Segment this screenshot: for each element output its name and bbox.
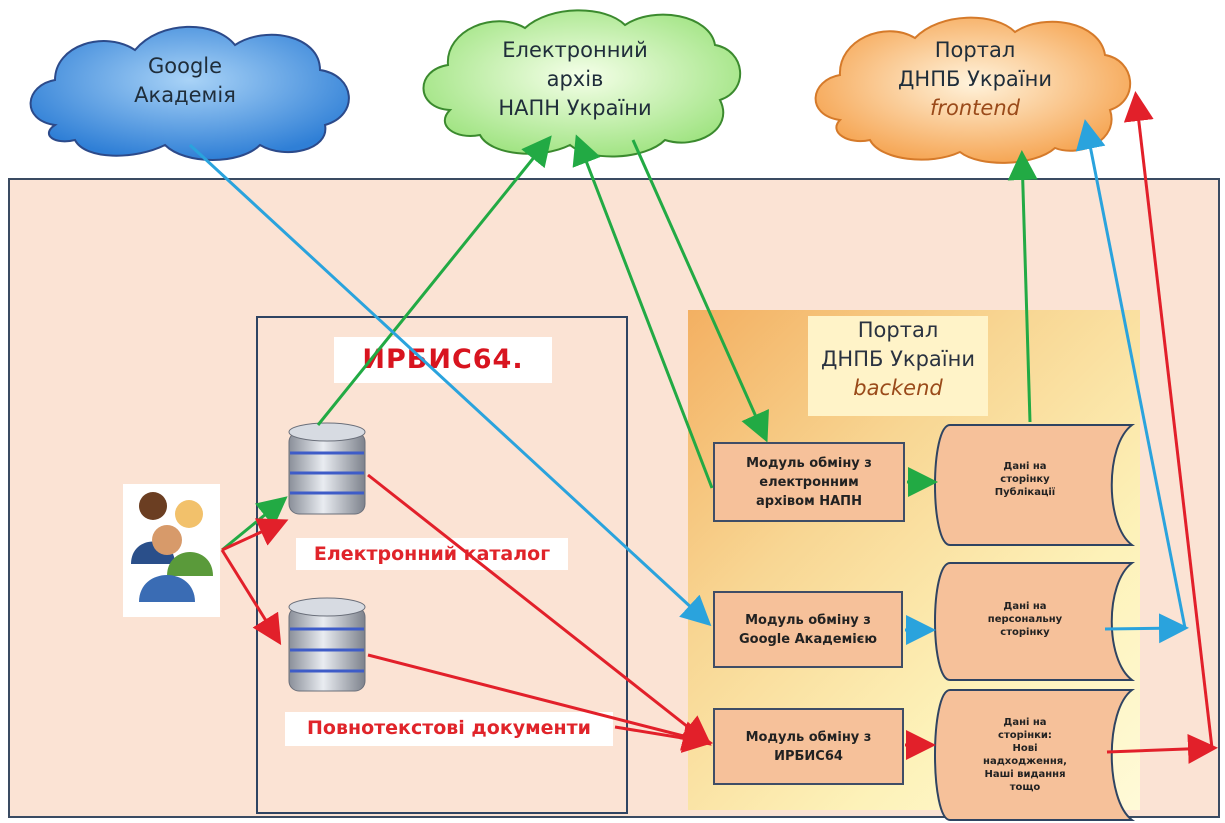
- arrow-users-to-fulltext: [220, 549, 282, 646]
- module-irbis: Модуль обміну з ИРБИС64: [713, 708, 904, 785]
- module-archive-line1: Модуль обміну з: [746, 455, 872, 471]
- module-archive-line3: архівом НАПН: [756, 493, 862, 509]
- module-irbis-line2: ИРБИС64: [774, 748, 843, 764]
- cloud-archive-label: Електронний архів НАПН України: [480, 36, 670, 123]
- module-archive: Модуль обміну з електронним архівом НАПН: [713, 442, 905, 522]
- store-personal: [934, 562, 1136, 681]
- cloud-frontend-line1: Портал: [934, 38, 1016, 62]
- store-pages: [934, 689, 1136, 821]
- arrow-store-pages-out: [1106, 733, 1218, 764]
- store-personal-line2: персональну: [987, 614, 1063, 625]
- arrow-google-to-module: [188, 143, 712, 627]
- store-personal-line3: сторінку: [1000, 627, 1050, 638]
- cloud-archive-line3: НАПН України: [498, 96, 652, 120]
- database-catalog-icon: [288, 422, 366, 515]
- store-pages-line1: Дані на: [1003, 717, 1047, 728]
- store-pages-line2: сторінки:: [998, 730, 1052, 741]
- backend-line2: ДНПБ України: [821, 347, 975, 371]
- store-personal-label: Дані на персональну сторінку: [955, 600, 1095, 639]
- store-personal-line1: Дані на: [1003, 601, 1047, 612]
- module-google-line2: Google Академією: [738, 631, 878, 647]
- store-publications-label: Дані на сторінку Публікації: [955, 460, 1095, 499]
- arrow-fulltext-to-module-irbis: [367, 653, 713, 751]
- arrow-catalog-to-archive: [316, 135, 552, 426]
- arrow-store-personal-to-frontend-h: [1104, 613, 1189, 644]
- cloud-portal-frontend-label: Портал ДНПБ України frontend: [880, 36, 1070, 123]
- store-pages-line3: Нові: [1012, 743, 1038, 754]
- arrow-frontend-to-right: [1075, 119, 1187, 629]
- store-pages-label: Дані на сторінки: Нові надходження, Наші…: [955, 716, 1095, 794]
- backend-line3: backend: [853, 376, 943, 400]
- arrow-users-to-catalog-red: [221, 518, 289, 552]
- cloud-archive-line2: архів: [546, 67, 604, 91]
- catalog-label: Електронний каталог: [296, 538, 568, 570]
- irbis-logo: ИРБИС64.: [334, 337, 552, 383]
- irbis-frame: [256, 316, 628, 814]
- backend-label: Портал ДНПБ України backend: [808, 316, 988, 416]
- arrow-to-frontend-red: [1123, 91, 1214, 749]
- arrow-users-to-catalog: [221, 496, 288, 552]
- arrow-module-to-archive: [572, 134, 714, 489]
- store-pages-line4: надходження,: [983, 756, 1067, 767]
- arrow-fulltext-label-to-module: [614, 723, 713, 753]
- arrow-catalog-to-module-irbis: [367, 473, 712, 746]
- cloud-google: [29, 25, 350, 161]
- store-publications-line2: сторінку: [1000, 474, 1050, 485]
- store-publications: [934, 424, 1136, 546]
- store-pages-line6: тощо: [1009, 782, 1041, 793]
- module-google: Модуль обміну з Google Академією: [713, 591, 903, 668]
- cloud-google-label: Google Академія: [115, 52, 255, 110]
- module-irbis-line1: Модуль обміну з: [745, 729, 872, 745]
- module-google-line1: Модуль обміну з: [745, 612, 871, 628]
- store-publications-line1: Дані на: [1003, 461, 1047, 472]
- cloud-frontend-line2: ДНПБ України: [898, 67, 1052, 91]
- database-fulltext-icon: [288, 597, 366, 692]
- store-pages-line5: Наші видання: [984, 769, 1066, 780]
- arrow-archive-to-module: [631, 139, 769, 443]
- cloud-archive-line1: Електронний: [502, 38, 648, 62]
- fulltext-label: Повнотекстові документи: [285, 712, 613, 746]
- cloud-portal-frontend: [814, 16, 1132, 164]
- arrow-store-to-frontend: [1007, 150, 1038, 423]
- cloud-frontend-line3: frontend: [930, 96, 1020, 120]
- cloud-google-line1: Google: [147, 54, 223, 78]
- backend-line1: Портал: [857, 318, 939, 342]
- users-icon-graphic: [131, 492, 213, 602]
- cloud-google-line2: Академія: [134, 83, 236, 107]
- store-publications-line3: Публікації: [994, 487, 1056, 498]
- module-archive-line2: електронним: [759, 474, 859, 490]
- users-icon: [123, 484, 220, 617]
